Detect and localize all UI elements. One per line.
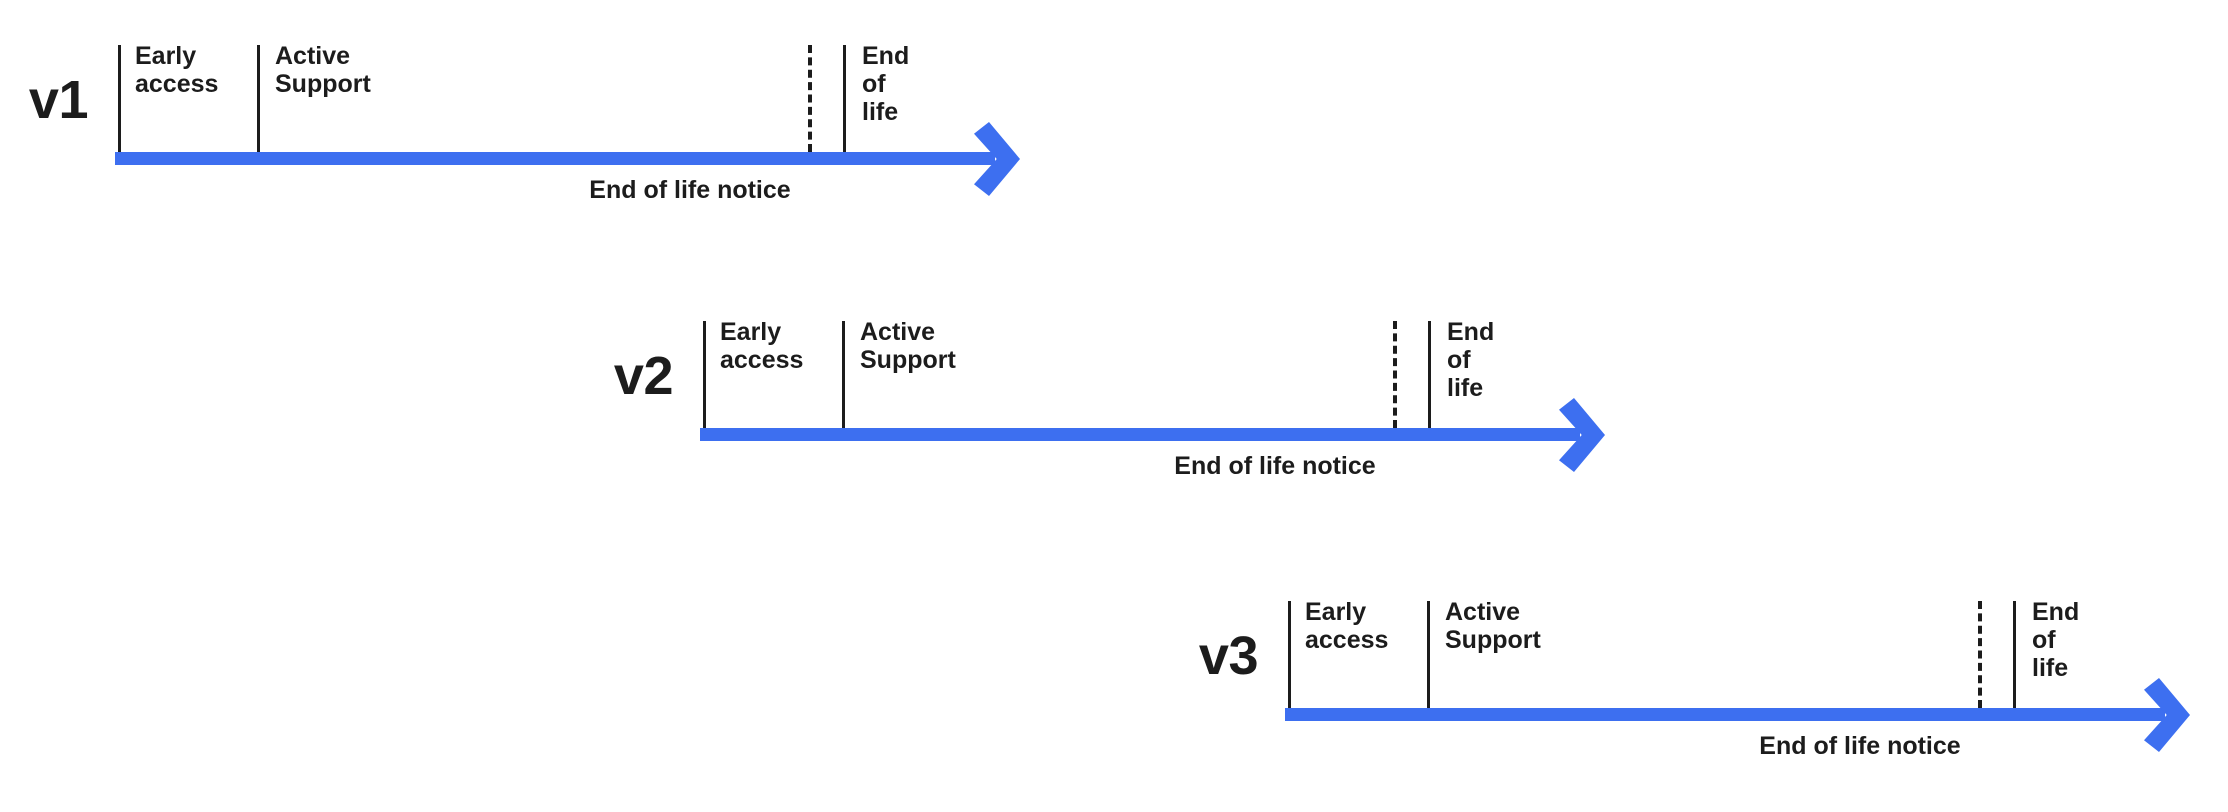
phase-label-early-access: Early access (1305, 598, 1389, 654)
phase-label-active-support: Active Support (1445, 598, 1541, 654)
phase-label-active-support: Active Support (275, 42, 371, 98)
tick-end-of-life-notice-dashed (1393, 321, 1397, 428)
phase-label-end-of-life: End of life (2032, 598, 2080, 682)
tick-early-access-start (1288, 601, 1291, 708)
phase-label-end-of-life: End of life (862, 42, 910, 126)
arrow-head-icon (2144, 677, 2190, 752)
lifecycle-bar (1285, 708, 2165, 721)
tick-active-support-start (257, 45, 260, 152)
version-label-v3: v3 (1198, 626, 1259, 686)
tick-active-support-start (842, 321, 845, 428)
version-label-v1: v1 (28, 70, 89, 130)
end-of-life-notice-label: End of life notice (589, 176, 791, 204)
arrow-head-icon (974, 121, 1020, 196)
end-of-life-notice-label: End of life notice (1174, 452, 1376, 480)
tick-active-support-start (1427, 601, 1430, 708)
tick-end-of-life-notice-dashed (1978, 601, 1982, 708)
lifecycle-bar (700, 428, 1580, 441)
lifecycle-bar (115, 152, 995, 165)
tick-early-access-start (118, 45, 121, 152)
tick-early-access-start (703, 321, 706, 428)
tick-end-of-life-start (2013, 601, 2016, 708)
phase-label-early-access: Early access (135, 42, 219, 98)
tick-end-of-life-notice-dashed (808, 45, 812, 152)
phase-label-end-of-life: End of life (1447, 318, 1495, 402)
arrow-head-icon (1559, 397, 1605, 472)
tick-end-of-life-start (843, 45, 846, 152)
version-label-v2: v2 (613, 346, 674, 406)
phase-label-early-access: Early access (720, 318, 804, 374)
end-of-life-notice-label: End of life notice (1759, 732, 1961, 760)
tick-end-of-life-start (1428, 321, 1431, 428)
phase-label-active-support: Active Support (860, 318, 956, 374)
